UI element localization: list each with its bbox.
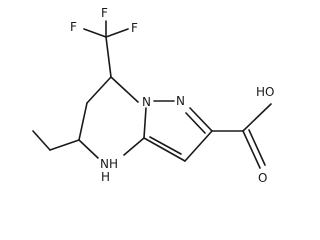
- bond-c3-c3a-b: [149, 136, 182, 155]
- bond-cooh-o-b: [248, 129, 266, 166]
- molecule-diagram: F F F N N HO O NH H: [32, 6, 274, 185]
- atom-label-n-ring: N: [142, 95, 151, 109]
- bond-c-f-left: [83, 28, 107, 38]
- bond-n1-c2-a: [189, 107, 213, 132]
- atom-label-o: O: [258, 171, 267, 185]
- atom-label-f-top: F: [101, 6, 108, 20]
- bond-n8-c7: [110, 76, 139, 103]
- atom-label-f-right: F: [131, 21, 138, 35]
- bond-n4-c3a: [123, 137, 145, 156]
- bond-c3a-n8: [143, 107, 147, 139]
- bond-c7-c6: [86, 76, 112, 104]
- bond-n1-c2-b: [185, 112, 206, 134]
- bond-cf3-c: [105, 36, 112, 78]
- structure-canvas: F F F N N HO O NH H: [32, 6, 274, 185]
- atom-label-n-ring2: N: [176, 94, 185, 108]
- bond-c2-c3: [184, 130, 213, 162]
- atom-label-nh: NH: [100, 157, 118, 171]
- bond-c5-n4: [78, 139, 99, 159]
- bond-c6-c5: [78, 102, 88, 141]
- bond-c5-ch2: [49, 139, 80, 151]
- bond-ch2-ch3: [32, 130, 51, 151]
- bond-cooh-oh: [242, 103, 272, 132]
- bond-cooh-o-a: [242, 130, 261, 169]
- atom-label-f-left: F: [70, 20, 77, 34]
- atom-label-h: H: [101, 170, 110, 184]
- bond-c-f-right: [105, 28, 129, 38]
- atom-label-oh: HO: [256, 85, 274, 99]
- bond-c3-c3a-a: [143, 137, 186, 162]
